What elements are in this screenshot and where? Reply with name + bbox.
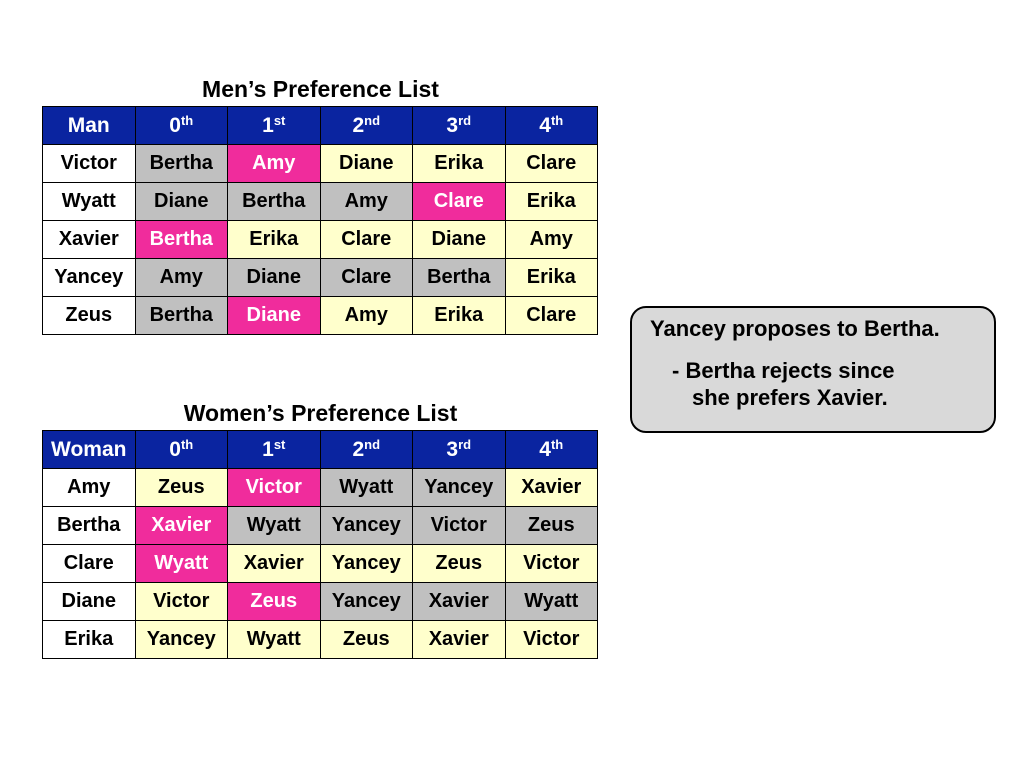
preference-cell: Victor xyxy=(504,620,598,659)
proposal-callout: Yancey proposes to Bertha. - Bertha reje… xyxy=(630,306,996,433)
preference-cell: Amy xyxy=(319,296,413,335)
row-person-name: Xavier xyxy=(42,220,136,259)
preference-cell: Diane xyxy=(319,144,413,183)
preference-cell: Yancey xyxy=(134,620,228,659)
row-person-name: Clare xyxy=(42,544,136,583)
callout-line-3: she prefers Xavier. xyxy=(692,385,888,410)
row-person-name: Erika xyxy=(42,620,136,659)
header-rank-2: 1st xyxy=(227,430,321,469)
preference-cell: Wyatt xyxy=(227,506,321,545)
preference-cell: Bertha xyxy=(227,182,321,221)
preference-cell: Bertha xyxy=(134,296,228,335)
preference-cell: Xavier xyxy=(504,468,598,507)
preference-cell: Yancey xyxy=(319,582,413,621)
preference-cell: Diane xyxy=(134,182,228,221)
preference-cell: Diane xyxy=(412,220,506,259)
preference-cell: Zeus xyxy=(319,620,413,659)
preference-cell: Diane xyxy=(227,296,321,335)
men-preference-title: Men’s Preference List xyxy=(202,76,439,102)
preference-cell: Amy xyxy=(504,220,598,259)
header-name-column: Man xyxy=(42,106,136,145)
preference-cell: Bertha xyxy=(134,220,228,259)
preference-cell: Erika xyxy=(412,296,506,335)
preference-cell: Erika xyxy=(412,144,506,183)
header-rank-2: 1st xyxy=(227,106,321,145)
preference-cell: Victor xyxy=(412,506,506,545)
preference-cell: Bertha xyxy=(412,258,506,297)
preference-cell: Zeus xyxy=(412,544,506,583)
row-person-name: Zeus xyxy=(42,296,136,335)
row-person-name: Victor xyxy=(42,144,136,183)
row-person-name: Yancey xyxy=(42,258,136,297)
row-person-name: Diane xyxy=(42,582,136,621)
header-rank-4: 3rd xyxy=(412,430,506,469)
preference-cell: Zeus xyxy=(504,506,598,545)
preference-cell: Clare xyxy=(504,144,598,183)
preference-cell: Yancey xyxy=(319,544,413,583)
header-rank-5: 4th xyxy=(504,430,598,469)
preference-cell: Zeus xyxy=(134,468,228,507)
preference-cell: Amy xyxy=(227,144,321,183)
preference-cell: Clare xyxy=(319,220,413,259)
row-person-name: Amy xyxy=(42,468,136,507)
preference-cell: Amy xyxy=(319,182,413,221)
preference-cell: Xavier xyxy=(412,582,506,621)
row-person-name: Bertha xyxy=(42,506,136,545)
preference-cell: Erika xyxy=(227,220,321,259)
callout-line-2: - Bertha rejects since xyxy=(672,358,895,383)
header-name-column: Woman xyxy=(42,430,136,469)
preference-cell: Xavier xyxy=(227,544,321,583)
preference-cell: Zeus xyxy=(227,582,321,621)
preference-cell: Wyatt xyxy=(504,582,598,621)
preference-cell: Amy xyxy=(134,258,228,297)
header-rank-4: 3rd xyxy=(412,106,506,145)
header-rank-3: 2nd xyxy=(319,106,413,145)
preference-cell: Victor xyxy=(227,468,321,507)
header-rank-5: 4th xyxy=(504,106,598,145)
header-rank-3: 2nd xyxy=(319,430,413,469)
header-rank-1: 0th xyxy=(134,106,228,145)
preference-cell: Clare xyxy=(412,182,506,221)
preference-cell: Victor xyxy=(504,544,598,583)
preference-cell: Wyatt xyxy=(134,544,228,583)
row-person-name: Wyatt xyxy=(42,182,136,221)
preference-cell: Xavier xyxy=(134,506,228,545)
preference-cell: Wyatt xyxy=(319,468,413,507)
preference-cell: Yancey xyxy=(319,506,413,545)
women-preference-title: Women’s Preference List xyxy=(183,400,458,426)
preference-cell: Xavier xyxy=(412,620,506,659)
callout-line-1: Yancey proposes to Bertha. xyxy=(650,316,940,341)
preference-cell: Clare xyxy=(319,258,413,297)
preference-cell: Diane xyxy=(227,258,321,297)
header-rank-1: 0th xyxy=(134,430,228,469)
preference-cell: Bertha xyxy=(134,144,228,183)
preference-cell: Wyatt xyxy=(227,620,321,659)
preference-cell: Erika xyxy=(504,182,598,221)
preference-cell: Clare xyxy=(504,296,598,335)
preference-cell: Yancey xyxy=(412,468,506,507)
preference-cell: Victor xyxy=(134,582,228,621)
preference-cell: Erika xyxy=(504,258,598,297)
